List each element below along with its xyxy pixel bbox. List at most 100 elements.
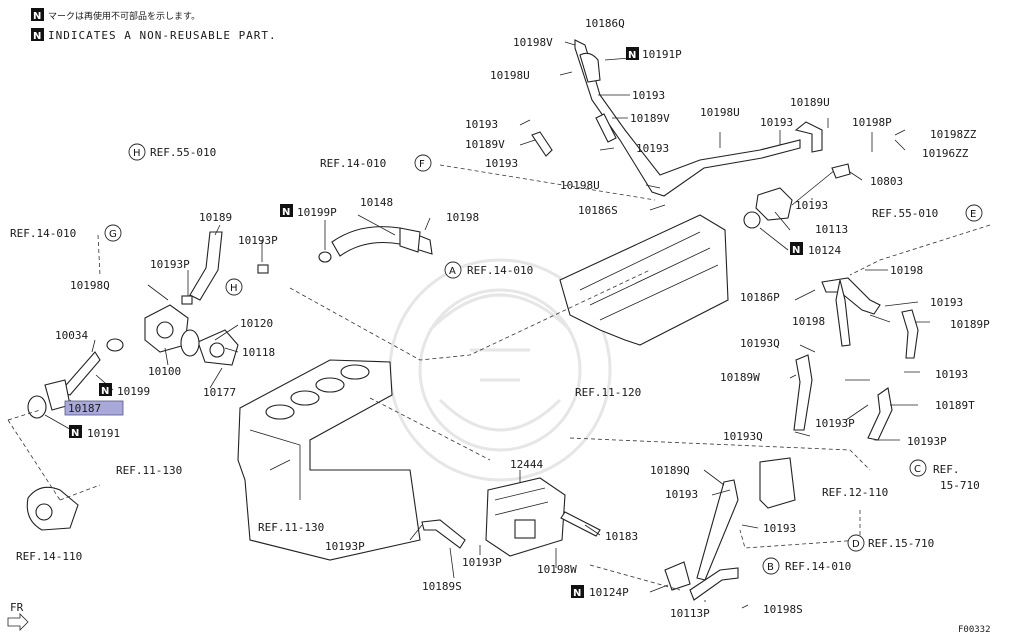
svg-text:C: C: [914, 464, 921, 475]
part-label-10198U-low[interactable]: 10198U: [560, 179, 600, 192]
ref-14-010-G[interactable]: REF.14-010: [10, 227, 76, 240]
ref-15-710-D[interactable]: REF.15-710: [868, 537, 934, 550]
part-label-10198W[interactable]: 10198W: [537, 563, 577, 576]
ref-11-130-b[interactable]: REF.11-130: [258, 521, 324, 534]
part-label-12444[interactable]: 12444: [510, 458, 543, 471]
part-label-10034[interactable]: 10034: [55, 329, 88, 342]
ref-14-010-B[interactable]: REF.14-010: [785, 560, 851, 573]
part-label-10196ZZ[interactable]: 10196ZZ: [922, 147, 969, 160]
part-label-10199[interactable]: 10199: [117, 385, 150, 398]
part-label-10193P-c[interactable]: 10193P: [815, 417, 855, 430]
hose-10189U: [794, 121, 823, 153]
part-label-10198P[interactable]: 10198P: [852, 116, 892, 129]
hose-10189T: [867, 387, 893, 441]
note-english: INDICATES A NON-REUSABLE PART.: [48, 29, 277, 42]
part-label-10193P-a[interactable]: 10193P: [238, 234, 278, 247]
part-label-10189V-right[interactable]: 10189V: [630, 112, 670, 125]
part-label-10198V-top[interactable]: 10198V: [513, 36, 553, 49]
part-label-10186S[interactable]: 10186S: [578, 204, 618, 217]
part-label-10198U-mid[interactable]: 10198U: [700, 106, 740, 119]
thermostat-housing-10100: [144, 304, 189, 353]
part-label-10198-right2[interactable]: 10198: [792, 315, 825, 328]
fr-label: FR: [10, 601, 24, 614]
part-label-10193-b[interactable]: 10193: [465, 118, 498, 131]
part-label-10193-g[interactable]: 10193: [930, 296, 963, 309]
callout-H-top: H: [128, 143, 146, 161]
part-label-10191[interactable]: 10191: [87, 427, 120, 440]
ref-12-110[interactable]: REF.12-110: [822, 486, 888, 499]
part-label-10187[interactable]: 10187: [68, 402, 101, 415]
part-label-10193-f[interactable]: 10193: [795, 199, 828, 212]
part-label-10193P-d[interactable]: 10193P: [907, 435, 947, 448]
part-label-10189Q[interactable]: 10189Q: [650, 464, 690, 477]
part-label-10113[interactable]: 10113: [815, 223, 848, 236]
part-label-10183[interactable]: 10183: [605, 530, 638, 543]
pipe-10034: [27, 338, 124, 419]
svg-text:E: E: [970, 209, 976, 220]
reservoir: [759, 457, 796, 509]
callout-F: F: [414, 154, 432, 172]
part-label-10193P-f[interactable]: 10193P: [462, 556, 502, 569]
n-badge-10191: N: [69, 425, 82, 439]
front-arrow-icon: [7, 613, 29, 631]
part-label-10120[interactable]: 10120: [240, 317, 273, 330]
ref-55-010-E[interactable]: REF.55-010: [872, 207, 938, 220]
ref-14-010-F[interactable]: REF.14-010: [320, 157, 386, 170]
part-label-10198-right[interactable]: 10198: [890, 264, 923, 277]
ref-11-120[interactable]: REF.11-120: [575, 386, 641, 399]
part-label-10193Q-a[interactable]: 10193Q: [740, 337, 780, 350]
hose-10189W: [793, 354, 813, 431]
part-label-10193-j[interactable]: 10193: [763, 522, 796, 535]
part-label-10193P-e[interactable]: 10193P: [325, 540, 365, 553]
part-label-10124P[interactable]: 10124P: [589, 586, 629, 599]
part-label-10189V-left[interactable]: 10189V: [465, 138, 505, 151]
ref-15-710-C-line2[interactable]: 15-710: [940, 479, 980, 492]
highlight-10187[interactable]: [64, 400, 124, 416]
svg-text:N: N: [33, 31, 41, 42]
part-label-10100[interactable]: 10100: [148, 365, 181, 378]
part-label-10189U[interactable]: 10189U: [790, 96, 830, 109]
part-label-10193-h[interactable]: 10193: [935, 368, 968, 381]
part-label-10198Q[interactable]: 10198Q: [70, 279, 110, 292]
part-label-10113P[interactable]: 10113P: [670, 607, 710, 620]
part-label-10193P-b[interactable]: 10193P: [150, 258, 190, 271]
part-label-10193-d[interactable]: 10193: [485, 157, 518, 170]
part-label-10803[interactable]: 10803: [870, 175, 903, 188]
part-label-10189[interactable]: 10189: [199, 211, 232, 224]
svg-text:H: H: [230, 283, 238, 294]
part-label-10148[interactable]: 10148: [360, 196, 393, 209]
part-label-10189W[interactable]: 10189W: [720, 371, 760, 384]
hose-10189P-right: [901, 309, 919, 359]
part-label-10198U-top[interactable]: 10198U: [490, 69, 530, 82]
ref-11-130-a[interactable]: REF.11-130: [116, 464, 182, 477]
part-label-10193-c[interactable]: 10193: [636, 142, 669, 155]
part-label-10191P-top[interactable]: 10191P: [642, 48, 682, 61]
note-japanese: マークは再使用不可部品を示します。: [48, 10, 200, 22]
ref-14-010-A[interactable]: REF.14-010: [467, 264, 533, 277]
part-label-10198S[interactable]: 10198S: [763, 603, 803, 616]
part-label-10189S[interactable]: 10189S: [422, 580, 462, 593]
part-label-10193-a[interactable]: 10193: [632, 89, 665, 102]
part-label-10193-i[interactable]: 10193: [665, 488, 698, 501]
ref-14-110[interactable]: REF.14-110: [16, 550, 82, 563]
part-label-10186Q[interactable]: 10186Q: [585, 17, 625, 30]
part-label-10199P[interactable]: 10199P: [297, 206, 337, 219]
part-label-10193-e[interactable]: 10193: [760, 116, 793, 129]
n-badge-10199: N: [99, 383, 112, 397]
thermostat-10113: [743, 169, 836, 229]
part-label-10118[interactable]: 10118: [242, 346, 275, 359]
callout-C: C: [909, 459, 927, 477]
ref-55-010-top[interactable]: REF.55-010: [150, 146, 216, 159]
part-label-10198-mid[interactable]: 10198: [446, 211, 479, 224]
part-label-10189T[interactable]: 10189T: [935, 399, 975, 412]
part-label-10186P[interactable]: 10186P: [740, 291, 780, 304]
callout-E: E: [965, 204, 983, 222]
ref-15-710-C-line1[interactable]: REF.: [933, 463, 960, 476]
part-label-10198ZZ[interactable]: 10198ZZ: [930, 128, 977, 141]
part-label-10177[interactable]: 10177: [203, 386, 236, 399]
diagram-code: F00332: [958, 625, 991, 635]
front-indicator: FR: [7, 601, 29, 631]
part-label-10189P-right[interactable]: 10189P: [950, 318, 990, 331]
part-label-10193Q-b[interactable]: 10193Q: [723, 430, 763, 443]
part-label-10124[interactable]: 10124: [808, 244, 841, 257]
